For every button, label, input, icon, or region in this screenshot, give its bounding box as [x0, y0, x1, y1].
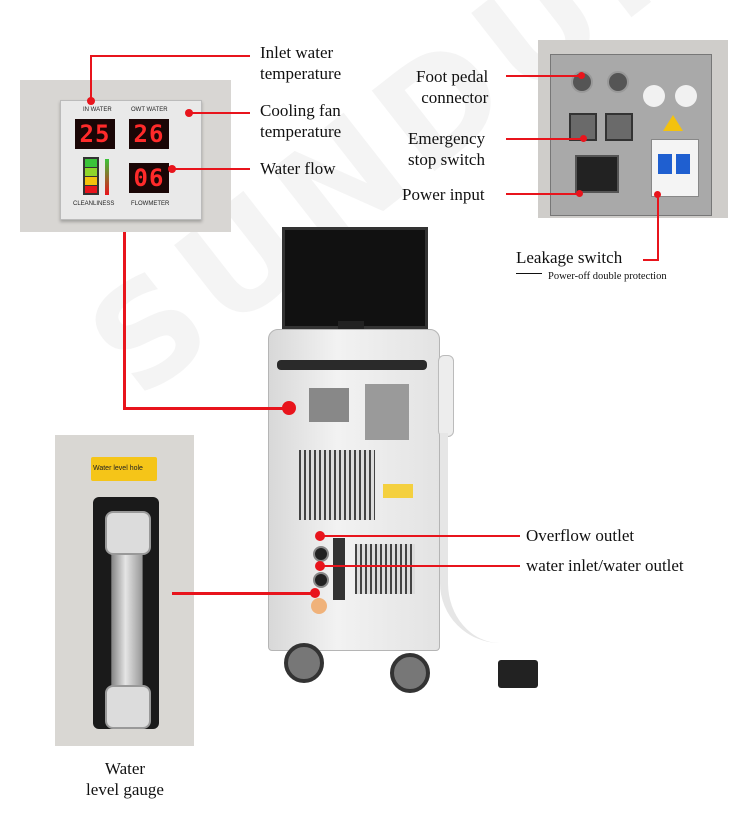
out-water-label: OWT WATER: [131, 107, 168, 113]
handpiece-cable: [440, 433, 508, 643]
foot-pedal-port-2: [607, 71, 629, 93]
machine-body: [268, 329, 440, 651]
emergency-stop-label: Emergency stop switch: [408, 129, 486, 169]
flow-display: 06: [129, 163, 169, 193]
leakage-switch-line-h: [643, 259, 659, 261]
control-panel-link-v: [123, 232, 126, 410]
gauge-photo: Water level hole: [55, 435, 194, 746]
gauge-cap-bottom: [105, 685, 151, 729]
leakage-switch-dot: [654, 191, 661, 198]
rear-panel-plate: [550, 54, 712, 216]
inlet-water-line-h: [90, 55, 250, 57]
top-handle: [277, 360, 427, 370]
in-water-label: IN WATER: [83, 107, 112, 113]
warning-icon: [663, 115, 683, 131]
control-panel-photo: IN WATER OWT WATER 25 26 06 CLEANLINESS …: [20, 80, 231, 232]
gauge-cap-top: [105, 511, 151, 555]
machine: [260, 225, 500, 695]
water-flow-line: [172, 168, 250, 170]
leakage-note-rule: [516, 273, 542, 274]
overflow-line: [320, 535, 520, 537]
white-cap-1: [643, 85, 665, 107]
cooling-fan-line: [190, 112, 250, 114]
emergency-stop-line: [506, 138, 582, 140]
leakage-switch-label: Leakage switch: [516, 248, 623, 267]
water-level-gauge-label: Water level gauge: [86, 759, 164, 799]
gauge-window: [333, 538, 345, 600]
monitor: [282, 227, 428, 329]
warning-sticker: [383, 484, 413, 498]
water-port-1: [313, 546, 329, 562]
water-flow-label: Water flow: [260, 159, 336, 178]
vent-grille-2: [355, 544, 415, 594]
leakage-note-label: Power-off double protection: [548, 271, 667, 282]
inlet-water-dot: [87, 97, 95, 105]
emergency-stop-dot: [580, 135, 587, 142]
power-socket: [575, 155, 619, 193]
handpiece: [438, 355, 454, 437]
foot-pedal-label: Foot pedal connector: [416, 67, 489, 107]
emergency-port-2: [605, 113, 633, 141]
control-panel-machine-dot: [282, 401, 296, 415]
power-input-line: [506, 193, 578, 195]
water-inlet-line: [320, 565, 520, 567]
water-inlet-outlet-label: water inlet/water outlet: [526, 556, 684, 575]
water-port-2: [313, 572, 329, 588]
cooling-fan-label: Cooling fan temperature: [260, 101, 342, 141]
wheel-right: [390, 653, 430, 693]
control-panel-plate: IN WATER OWT WATER 25 26 06 CLEANLINESS …: [60, 100, 202, 220]
white-cap-2: [675, 85, 697, 107]
gauge-tube: [111, 535, 143, 705]
foot-pedal-line: [506, 75, 581, 77]
inlet-water-line-v: [90, 55, 92, 100]
cleanliness-meter: [83, 157, 99, 195]
drain-cap: [311, 598, 327, 614]
gauge-machine-dot: [310, 588, 320, 598]
in-water-display: 25: [75, 119, 115, 149]
flowmeter-label: FLOWMETER: [131, 201, 170, 207]
gauge-link-line: [172, 592, 314, 595]
cleanliness-arrow: [105, 159, 109, 195]
overflow-outlet-label: Overflow outlet: [526, 526, 635, 545]
power-input-label: Power input: [402, 185, 485, 204]
rear-panel-photo: [538, 40, 728, 218]
cooling-fan-dot: [185, 109, 193, 117]
mini-rear-panel: [365, 384, 409, 440]
water-level-hole-sticker: Water level hole: [91, 457, 157, 481]
vent-grille-1: [299, 450, 375, 520]
out-water-display: 26: [129, 119, 169, 149]
power-input-dot: [576, 190, 583, 197]
water-level-hole-label: Water level hole: [93, 465, 143, 472]
foot-pedal: [498, 660, 538, 688]
mini-control-panel: [309, 388, 349, 422]
inlet-water-label: Inlet water temperature: [260, 43, 342, 83]
control-panel-link-h: [123, 407, 285, 410]
wheel-left: [284, 643, 324, 683]
foot-pedal-dot: [578, 72, 585, 79]
leakage-breaker: [651, 139, 699, 197]
leakage-switch-line-v: [657, 195, 659, 260]
cleanliness-label: CLEANLINESS: [73, 201, 115, 207]
